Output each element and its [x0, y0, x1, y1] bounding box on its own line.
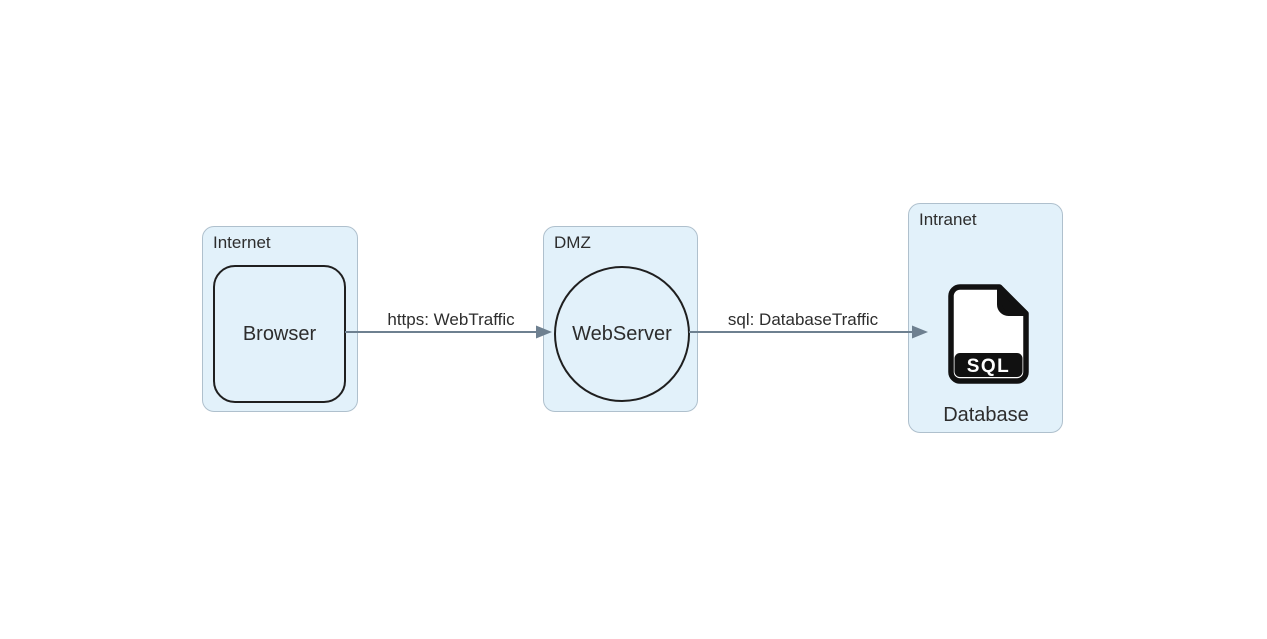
- zone-internet[interactable]: Internet Browser: [202, 226, 358, 412]
- zone-internet-label: Internet: [213, 233, 271, 252]
- zone-intranet[interactable]: Intranet SQL Database: [908, 203, 1063, 433]
- zone-dmz[interactable]: DMZ WebServer: [543, 226, 698, 412]
- sql-file-fold-corner: [997, 285, 1028, 316]
- edge-databasetraffic-label[interactable]: sql: DatabaseTraffic: [727, 310, 879, 329]
- node-database-label: Database: [943, 404, 1029, 426]
- sql-file-band-text: SQL: [967, 356, 1011, 377]
- sql-file-icon[interactable]: SQL: [948, 284, 1029, 384]
- node-browser[interactable]: Browser: [213, 265, 346, 403]
- node-webserver[interactable]: WebServer: [554, 266, 690, 402]
- node-browser-label: Browser: [242, 322, 317, 345]
- edge-webtraffic-label[interactable]: https: WebTraffic: [387, 310, 515, 329]
- zone-dmz-label: DMZ: [554, 233, 591, 252]
- sql-file-band: [954, 353, 1023, 377]
- zone-intranet-label: Intranet: [919, 210, 977, 229]
- node-webserver-label: WebServer: [572, 322, 672, 345]
